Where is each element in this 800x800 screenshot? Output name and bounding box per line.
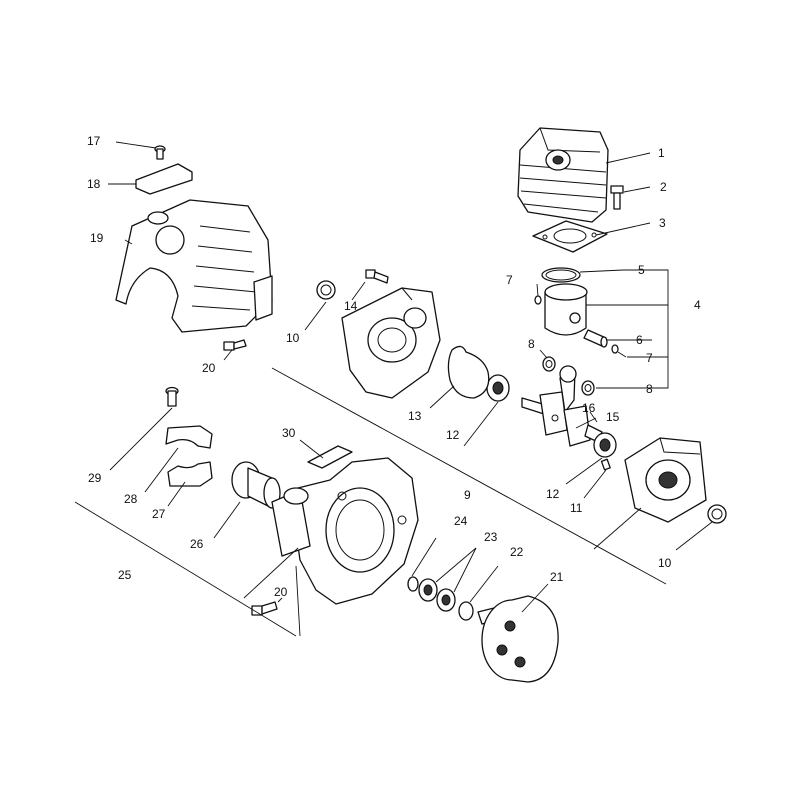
crankcase-bolt: [365, 269, 389, 284]
crank-bearing: [593, 432, 617, 458]
callout-26: 26: [190, 537, 204, 551]
callout-29: 29: [88, 471, 102, 485]
clutch-bearing: [418, 578, 438, 602]
fan-housing: [271, 457, 419, 605]
callout-13: 13: [408, 409, 422, 423]
clutch-spacer: [231, 461, 281, 509]
callout-10-right: 10: [658, 556, 672, 570]
snap-ring: [458, 601, 474, 621]
cover-bolt: [223, 339, 247, 351]
cover-plate: [135, 163, 193, 195]
callout-24: 24: [454, 514, 468, 528]
callout-15: 15: [606, 410, 620, 424]
callout-20-top: 20: [202, 361, 216, 375]
crankcase-gasket: [447, 345, 490, 399]
callout-6: 6: [636, 333, 643, 347]
cylinder-gasket: [532, 220, 608, 253]
callout-8-right: 8: [646, 382, 653, 396]
callout-16: 16: [582, 401, 596, 415]
cover-screw: [154, 145, 166, 160]
clutch-washer: [407, 576, 419, 592]
cylinder-bolt: [610, 185, 624, 210]
clamp-lower: [167, 461, 213, 487]
fan-housing-bolt: [251, 601, 278, 616]
callout-20-bottom: 20: [274, 585, 288, 599]
callout-14: 14: [344, 299, 358, 313]
needle-bearing: [581, 380, 595, 396]
piston-ring: [541, 267, 581, 283]
clutch-drum: [477, 595, 559, 683]
callouts: 1 2 3 5 4 6 7 7 8 8 16 15 10 14 13 12 12…: [87, 134, 701, 599]
callout-17: 17: [87, 134, 101, 148]
oil-seal: [316, 280, 336, 300]
circlip: [611, 344, 619, 354]
callout-10-left: 10: [286, 331, 300, 345]
crankcase-left: [341, 287, 441, 399]
needle-bearing: [542, 356, 556, 372]
callout-12-right: 12: [546, 487, 560, 501]
callout-7-left: 7: [506, 273, 513, 287]
piston: [544, 283, 588, 336]
callout-12-left: 12: [446, 428, 460, 442]
callout-21: 21: [550, 570, 564, 584]
clutch-bearing: [436, 588, 456, 612]
callout-18: 18: [87, 177, 101, 191]
callout-30: 30: [282, 426, 296, 440]
callout-3: 3: [659, 216, 666, 230]
leader-lines: [74, 141, 713, 637]
callout-23: 23: [484, 530, 498, 544]
crank-bearing: [486, 374, 510, 402]
callout-22: 22: [510, 545, 524, 559]
callout-9: 9: [464, 488, 471, 502]
piston-pin: [583, 329, 608, 348]
callout-8-left: 8: [528, 337, 535, 351]
callout-19: 19: [90, 231, 104, 245]
crankcase-right: [624, 437, 707, 523]
oil-seal: [707, 504, 727, 524]
callout-5: 5: [638, 263, 645, 277]
warning-label: [307, 445, 353, 469]
callout-2: 2: [660, 180, 667, 194]
crankshaft: [521, 365, 603, 447]
engine-cover: [115, 199, 273, 333]
callout-1: 1: [658, 146, 665, 160]
callout-25: 25: [118, 568, 132, 582]
callout-27: 27: [152, 507, 166, 521]
circlip: [534, 295, 542, 305]
cylinder: [517, 127, 609, 223]
clamp-bolt: [165, 386, 179, 407]
callout-28: 28: [124, 492, 138, 506]
callout-11: 11: [570, 501, 583, 515]
dowel-pin: [600, 458, 611, 471]
callout-7-right: 7: [646, 351, 653, 365]
callout-4: 4: [694, 298, 701, 312]
clamp-upper: [165, 425, 213, 449]
